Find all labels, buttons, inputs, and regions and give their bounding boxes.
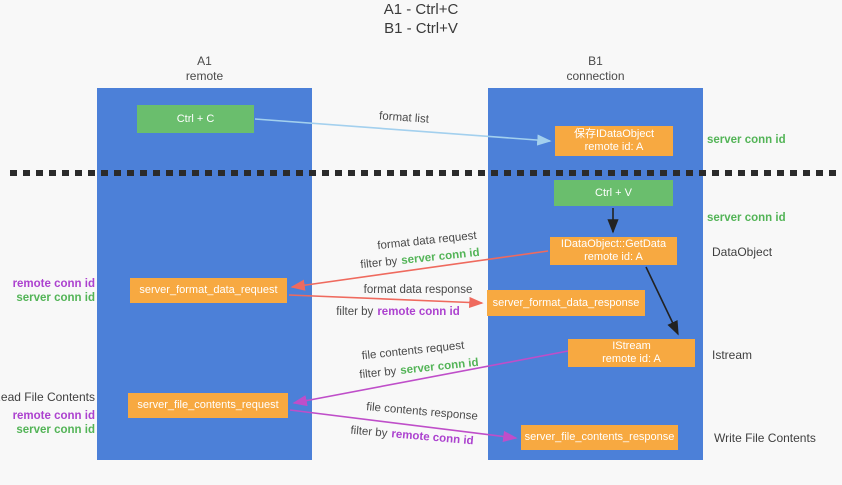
label-write-file-contents: Write File Contents: [714, 431, 816, 445]
server-conn-id-text: server conn id: [16, 292, 95, 304]
diagram-title: A1 - Ctrl+C B1 - Ctrl+V: [0, 0, 842, 38]
node-istream-line1: IStream: [612, 340, 651, 352]
node-save-idataobject-line2: remote id: A: [584, 141, 644, 153]
node-server-format-data-response: server_format_data_response: [487, 290, 645, 316]
node-save-idataobject: 保存IDataObject remote id: A: [555, 126, 673, 156]
node-istream-line2: remote id: A: [602, 353, 661, 365]
node-ctrl-c: Ctrl + C: [137, 105, 254, 133]
node-server-file-contents-response: server_file_contents_response: [521, 425, 678, 450]
node-istream: IStream remote id: A: [568, 339, 695, 367]
label-dataobject: DataObject: [712, 245, 773, 259]
diagram-title-line2: B1 - Ctrl+V: [384, 20, 458, 37]
label-format-data-response: format data response: [363, 284, 473, 296]
node-server-file-contents-request-label: server_file_contents_request: [137, 399, 279, 411]
label-conn-ids-file: remote conn id server conn id: [13, 409, 95, 437]
arrow-format-list: [254, 118, 552, 146]
arrow-format-data-response: [288, 294, 484, 309]
remote-conn-id-text: remote conn id: [12, 410, 95, 422]
label-istream: Istream: [712, 348, 753, 362]
label-server-conn-id-top: server conn id: [707, 134, 786, 146]
diagram-title-line1: A1 - Ctrl+C: [383, 1, 459, 18]
lane-b1-role: connection: [566, 69, 625, 83]
label-server-conn-id-mid: server conn id: [707, 212, 786, 224]
node-server-format-data-request: server_format_data_request: [130, 278, 287, 303]
label-conn-ids-format: remote conn id server conn id: [13, 277, 95, 305]
node-idataobject-getdata: IDataObject::GetData remote id: A: [550, 237, 677, 265]
lane-a1-role: remote: [185, 69, 224, 83]
label-read-file-contents: Read File Contents: [0, 390, 95, 404]
arrow-getdata-to-istream: [645, 266, 679, 336]
node-ctrl-c-label: Ctrl + C: [176, 112, 215, 125]
filter-by-text: filter by: [336, 306, 374, 318]
remote-conn-id-text: remote conn id: [12, 278, 95, 290]
arrow-file-contents-request: [292, 350, 569, 407]
node-idataobject-getdata-line1: IDataObject::GetData: [560, 238, 667, 250]
server-conn-id-text: server conn id: [16, 424, 95, 436]
node-server-file-contents-response-label: server_file_contents_response: [524, 431, 675, 443]
lane-b1-name: B1: [588, 54, 603, 68]
node-server-format-data-request-label: server_format_data_request: [139, 284, 278, 296]
lane-a1-header: A1 remote: [97, 54, 312, 84]
lane-a1-name: A1: [197, 54, 212, 68]
remote-conn-id-text: remote conn id: [377, 306, 460, 318]
node-server-file-contents-request: server_file_contents_request: [128, 393, 288, 418]
arrow-format-data-request: [290, 250, 549, 291]
node-idataobject-getdata-line2: remote id: A: [584, 251, 643, 263]
node-save-idataobject-line1: 保存IDataObject: [573, 128, 655, 140]
lane-b1-header: B1 connection: [488, 54, 703, 84]
arrow-file-contents-response: [289, 409, 518, 442]
node-ctrl-v-label: Ctrl + V: [595, 186, 632, 199]
node-ctrl-v: Ctrl + V: [554, 180, 673, 206]
node-server-format-data-response-label: server_format_data_response: [492, 296, 640, 309]
